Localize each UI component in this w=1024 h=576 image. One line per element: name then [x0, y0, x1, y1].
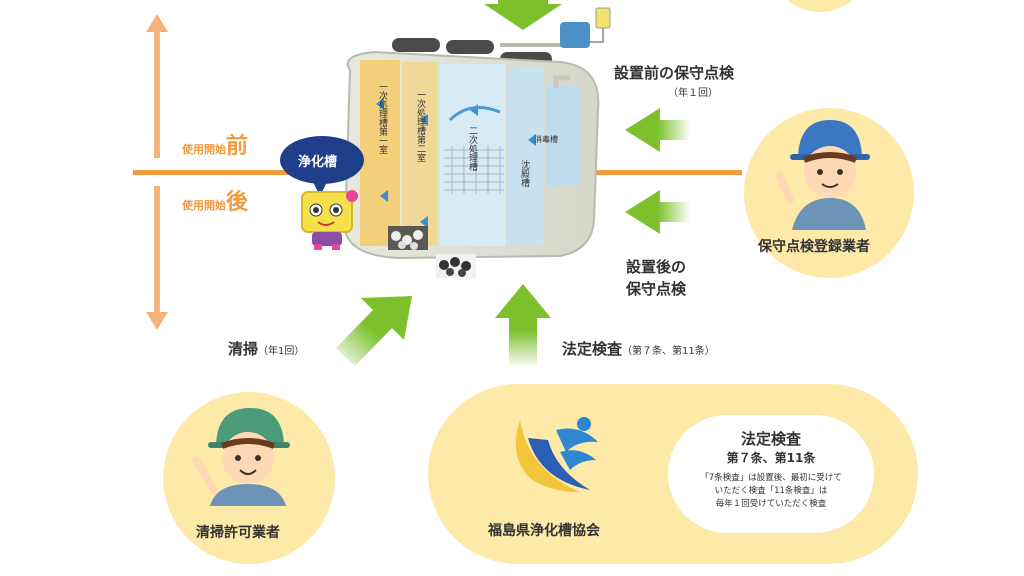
timeline-before-prefix: 使用開始	[182, 143, 226, 156]
timeline-line	[133, 170, 742, 175]
inspection-label: 法定検査（第７条、第11条）	[562, 338, 715, 359]
timeline-after-label: 使用開始後	[182, 184, 248, 216]
inspection-box-subtitle: 第７条、第11条	[726, 451, 816, 465]
chamber-label-primary-2: 一次処理槽第二室	[415, 90, 425, 162]
timeline-after-prefix: 使用開始	[182, 199, 226, 212]
inspection-note: （第７条、第11条）	[622, 346, 715, 357]
maintenance-worker-illustration	[776, 120, 870, 230]
maintenance-after-line2: 保守点検	[626, 280, 687, 298]
timeline-before-label: 使用開始前	[182, 128, 248, 160]
maintenance-arrow-lower	[625, 190, 690, 234]
timeline-after-char: 後	[226, 190, 249, 215]
maintenance-company-label: 保守点検登録業者	[758, 239, 870, 255]
chamber-label-secondary: 二次処理槽	[467, 126, 477, 171]
maintenance-before-note: （年１回）	[668, 88, 718, 99]
jokaso-bubble-text: 浄化槽	[298, 155, 338, 170]
maintenance-before-title: 設置前の保守点検	[614, 64, 735, 82]
timeline-vertical-arrow	[146, 14, 168, 330]
inspection-box-line2: いただく検査「11条検査」は	[714, 486, 828, 496]
chamber-label-disinfection: 消毒槽	[534, 135, 558, 144]
inspection-box-line1: 「7条検査」は設置後、最初に受けて	[700, 473, 842, 483]
inspection-box-title: 法定検査	[740, 430, 801, 448]
inspection-box-content: 法定検査 第７条、第11条 「7条検査」は設置後、最初に受けて いただく検査「1…	[668, 428, 874, 511]
filter-media-sample-1	[388, 226, 428, 250]
cleaning-worker-illustration	[192, 408, 290, 506]
inspection-box-line3: 毎年１回受けていただく検査	[715, 499, 827, 509]
association-logo	[515, 417, 598, 492]
septic-tank-illustration	[343, 7, 611, 260]
maintenance-after-line1: 設置後の	[626, 258, 687, 276]
mascot-character	[301, 190, 358, 250]
filter-media-sample-2	[436, 254, 476, 278]
chamber-label-sedimentation: 沈殿槽	[519, 160, 529, 187]
top-green-arrow	[484, 0, 562, 30]
cleaning-note: （年1回）	[258, 346, 305, 357]
cleaning-company-label: 清掃許可業者	[196, 525, 280, 541]
inspection-arrow	[495, 284, 551, 368]
cleaning-label: 清掃（年1回）	[228, 338, 304, 359]
cleaning-arrow	[336, 296, 412, 366]
association-label: 福島県浄化槽協会	[488, 523, 600, 539]
maintenance-arrow-upper	[625, 108, 690, 152]
inspection-info-box	[668, 415, 874, 533]
inspection-title: 法定検査	[562, 340, 623, 358]
jokaso-speech-bubble	[280, 136, 364, 196]
cleaning-title: 清掃	[228, 340, 259, 358]
timeline-before-char: 前	[226, 134, 249, 159]
chamber-label-primary-1: 一次処理槽第一室	[377, 82, 387, 154]
